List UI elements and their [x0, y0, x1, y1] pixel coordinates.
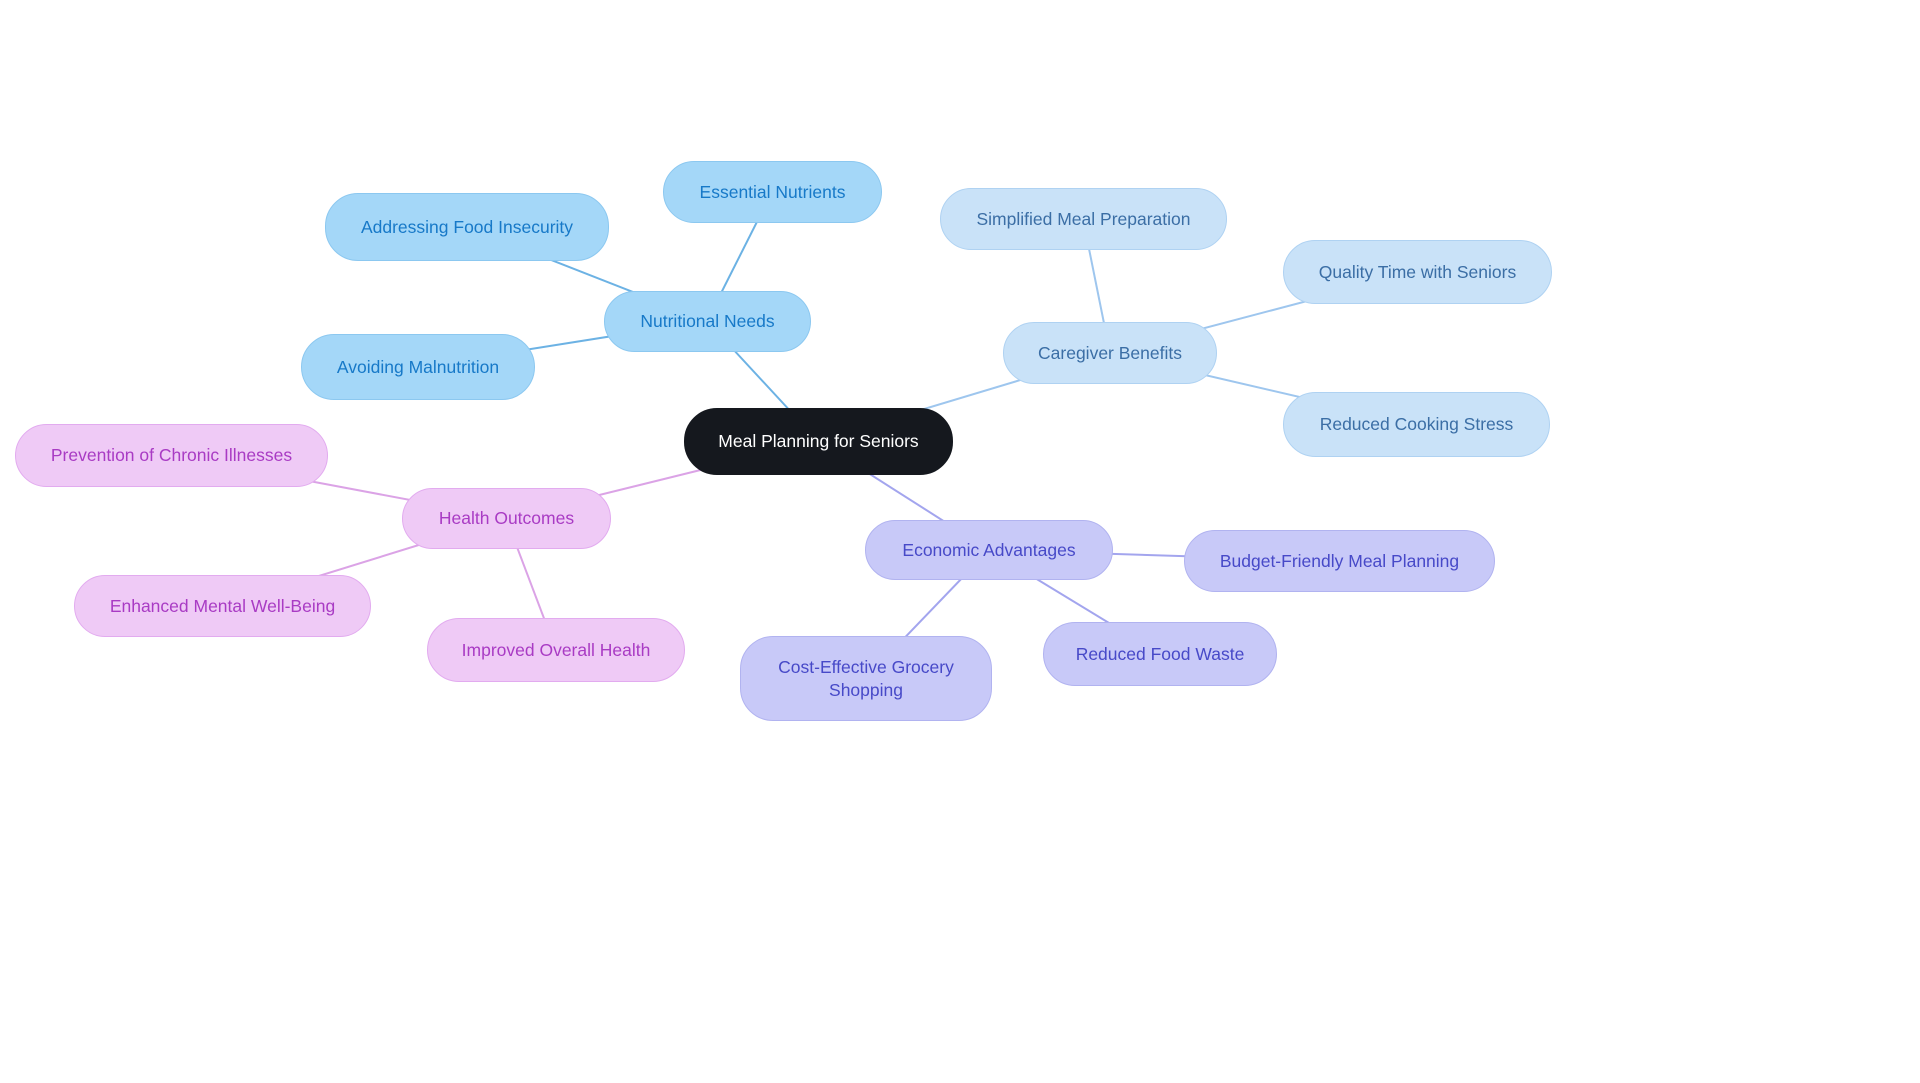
branch-health-outcomes[interactable]: Health Outcomes — [402, 488, 611, 549]
child-addressing-food-insecurity[interactable]: Addressing Food Insecurity — [325, 193, 609, 261]
child-avoiding-malnutrition[interactable]: Avoiding Malnutrition — [301, 334, 535, 400]
child-reduced-food-waste[interactable]: Reduced Food Waste — [1043, 622, 1277, 686]
child-enhanced-mental-well-being[interactable]: Enhanced Mental Well-Being — [74, 575, 371, 637]
child-reduced-cooking-stress[interactable]: Reduced Cooking Stress — [1283, 392, 1550, 457]
child-quality-time-with-seniors[interactable]: Quality Time with Seniors — [1283, 240, 1552, 304]
branch-caregiver-benefits[interactable]: Caregiver Benefits — [1003, 322, 1217, 384]
child-essential-nutrients[interactable]: Essential Nutrients — [663, 161, 882, 223]
child-prevention-of-chronic-illnesses[interactable]: Prevention of Chronic Illnesses — [15, 424, 328, 487]
child-budget-friendly-meal-planning[interactable]: Budget-Friendly Meal Planning — [1184, 530, 1495, 592]
child-cost-effective-grocery-shopping[interactable]: Cost-Effective Grocery Shopping — [740, 636, 992, 721]
branch-economic-advantages[interactable]: Economic Advantages — [865, 520, 1113, 580]
child-simplified-meal-preparation[interactable]: Simplified Meal Preparation — [940, 188, 1227, 250]
child-improved-overall-health[interactable]: Improved Overall Health — [427, 618, 685, 682]
node-root[interactable]: Meal Planning for Seniors — [684, 408, 953, 475]
branch-nutritional-needs[interactable]: Nutritional Needs — [604, 291, 811, 352]
